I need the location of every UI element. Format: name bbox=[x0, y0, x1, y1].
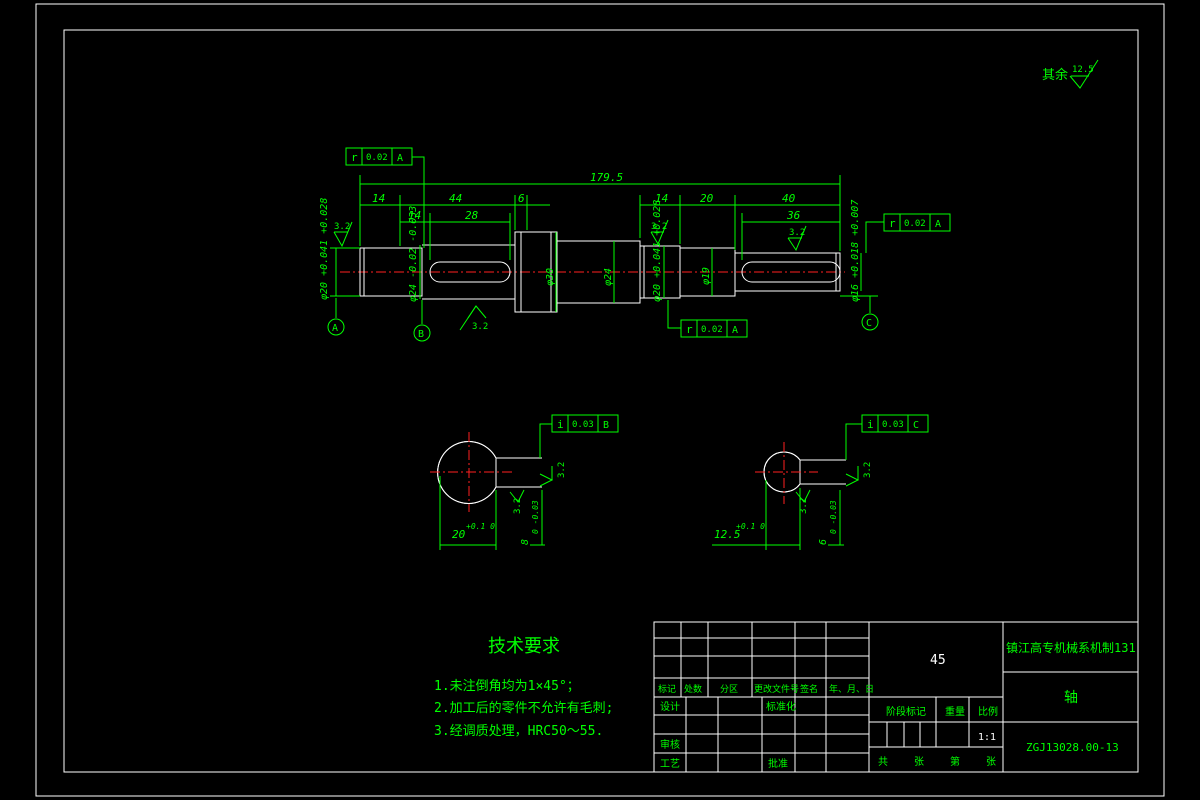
svg-text:0 -0.03: 0 -0.03 bbox=[829, 500, 838, 534]
svg-text:比例: 比例 bbox=[978, 705, 998, 718]
dim-14c: 14 bbox=[655, 192, 668, 205]
svg-text:C: C bbox=[866, 318, 872, 329]
dim-dia-19: φ19 bbox=[701, 267, 712, 285]
dim-dia-24a: φ24 -0.02 -0.033 bbox=[408, 206, 419, 302]
technical-requirements: 技术要求 1.未注倒角均为1×45°； 2.加工后的零件不允许有毛刺; 3.经调… bbox=[434, 636, 613, 739]
svg-text:3.2: 3.2 bbox=[472, 322, 488, 332]
note-3: 3.经调质处理，HRC50～55. bbox=[434, 724, 603, 739]
dim-20: 20 bbox=[700, 192, 714, 205]
svg-text:3.2: 3.2 bbox=[513, 498, 523, 514]
svg-text:i: i bbox=[557, 418, 564, 431]
note-1: 1.未注倒角均为1×45°； bbox=[434, 679, 580, 694]
roughness-note: 其余 12.5 bbox=[1042, 59, 1099, 89]
material: 45 bbox=[930, 653, 946, 668]
svg-text:3.2: 3.2 bbox=[557, 462, 567, 478]
svg-text:签名: 签名 bbox=[800, 683, 818, 695]
datum-a: A bbox=[327, 298, 345, 336]
note-2: 2.加工后的零件不允许有毛刺; bbox=[434, 700, 613, 716]
roughness-mark-4: 3.2 bbox=[787, 225, 807, 252]
runout-frame-a: r 0.02 A bbox=[345, 147, 425, 248]
dim-40: 40 bbox=[782, 192, 796, 205]
notes-title: 技术要求 bbox=[488, 636, 560, 657]
svg-text:重量: 重量 bbox=[945, 705, 965, 718]
svg-text:0.03: 0.03 bbox=[572, 420, 594, 430]
svg-text:张: 张 bbox=[986, 756, 996, 768]
svg-text:+0.1 0: +0.1 0 bbox=[466, 522, 495, 531]
runout-frame-b: r 0.02 A bbox=[667, 300, 748, 338]
dim-14b: 14 bbox=[408, 209, 421, 222]
svg-text:i: i bbox=[867, 418, 874, 431]
svg-text:8: 8 bbox=[520, 539, 531, 545]
svg-text:第: 第 bbox=[950, 755, 960, 768]
svg-text:年、月、日: 年、月、日 bbox=[829, 683, 874, 695]
shaft-view: 179.5 14 44 6 14 28 14 20 40 36 φ20 bbox=[319, 147, 951, 342]
svg-text:20: 20 bbox=[452, 528, 466, 541]
svg-text:阶段标记: 阶段标记 bbox=[886, 705, 926, 718]
svg-text:工艺: 工艺 bbox=[660, 758, 680, 770]
svg-text:r: r bbox=[686, 323, 693, 336]
svg-text:共: 共 bbox=[878, 756, 888, 768]
school: 镇江高专机械系机制131 bbox=[1006, 640, 1136, 655]
svg-text:r: r bbox=[351, 151, 358, 164]
dim-total: 179.5 bbox=[590, 171, 623, 184]
section-right: i 0.03 C 3.2 3.2 12.5 +0.1 0 6 0 -0.03 bbox=[712, 414, 929, 550]
svg-text:+0.1 0: +0.1 0 bbox=[736, 522, 765, 531]
svg-text:3.2: 3.2 bbox=[789, 228, 805, 238]
svg-text:6: 6 bbox=[818, 539, 829, 545]
inner-border bbox=[63, 29, 1139, 773]
svg-text:0.02: 0.02 bbox=[366, 153, 388, 163]
svg-text:标准化: 标准化 bbox=[766, 700, 796, 713]
roughness-mark-1: 3.2 bbox=[333, 221, 353, 248]
outer-border bbox=[35, 3, 1165, 797]
dim-44: 44 bbox=[449, 192, 462, 205]
svg-text:更改文件号: 更改文件号 bbox=[754, 683, 799, 695]
svg-text:0 -0.03: 0 -0.03 bbox=[531, 500, 540, 534]
svg-text:B: B bbox=[418, 329, 424, 340]
roughness-label: 其余 bbox=[1042, 67, 1068, 83]
part-name: 轴 bbox=[1064, 690, 1078, 706]
svg-text:3.2: 3.2 bbox=[651, 222, 667, 232]
dim-dia-20b: φ20 +0.041 +0.028 bbox=[652, 200, 663, 302]
dim-dia-24b: φ24 bbox=[603, 268, 614, 286]
title-block: 标记 处数 分区 更改文件号 签名 年、月、日 设计 标准化 审核 工艺 批准 … bbox=[653, 621, 1139, 773]
svg-text:3.2: 3.2 bbox=[334, 222, 350, 232]
dim-6: 6 bbox=[518, 192, 525, 205]
svg-text:处数: 处数 bbox=[684, 683, 702, 695]
svg-text:标记: 标记 bbox=[658, 683, 676, 695]
svg-text:r: r bbox=[889, 217, 896, 230]
svg-text:A: A bbox=[732, 325, 738, 336]
svg-text:0.02: 0.02 bbox=[701, 325, 723, 335]
svg-text:A: A bbox=[332, 323, 338, 334]
svg-text:0.02: 0.02 bbox=[904, 219, 926, 229]
svg-text:张: 张 bbox=[914, 756, 924, 768]
dim-28: 28 bbox=[465, 209, 479, 222]
roughness-mark-2: 3.2 bbox=[459, 305, 488, 332]
svg-text:B: B bbox=[603, 420, 609, 431]
svg-text:分区: 分区 bbox=[720, 684, 738, 695]
svg-text:批准: 批准 bbox=[768, 757, 788, 770]
scale: 1:1 bbox=[978, 732, 996, 743]
svg-text:3.2: 3.2 bbox=[799, 498, 809, 514]
svg-text:0.03: 0.03 bbox=[882, 420, 904, 430]
dim-dia-30: φ30 bbox=[545, 268, 556, 286]
svg-text:C: C bbox=[913, 420, 919, 431]
svg-text:A: A bbox=[935, 219, 941, 230]
dim-14a: 14 bbox=[372, 192, 385, 205]
svg-text:设计: 设计 bbox=[660, 700, 680, 713]
svg-text:12.5: 12.5 bbox=[714, 528, 741, 541]
dim-36: 36 bbox=[786, 209, 801, 222]
datum-c: C bbox=[861, 296, 879, 331]
runout-frame-c: r 0.02 A bbox=[865, 213, 951, 253]
roughness-value: 12.5 bbox=[1072, 65, 1094, 75]
datum-b: B bbox=[413, 300, 431, 342]
section-left: i 0.03 B 3.2 3.2 20 +0.1 0 8 0 -0.03 bbox=[430, 414, 619, 550]
dim-dia-16: φ16 +0.018 +0.007 bbox=[850, 200, 861, 302]
roughness-mark-3: 3.2 bbox=[650, 219, 669, 246]
dim-dia-20a: φ20 +0.041 +0.028 bbox=[319, 198, 330, 300]
svg-text:3.2: 3.2 bbox=[863, 462, 873, 478]
svg-text:审核: 审核 bbox=[660, 738, 680, 751]
svg-text:A: A bbox=[397, 153, 403, 164]
drawing-number: ZGJ13028.00-13 bbox=[1026, 741, 1119, 754]
